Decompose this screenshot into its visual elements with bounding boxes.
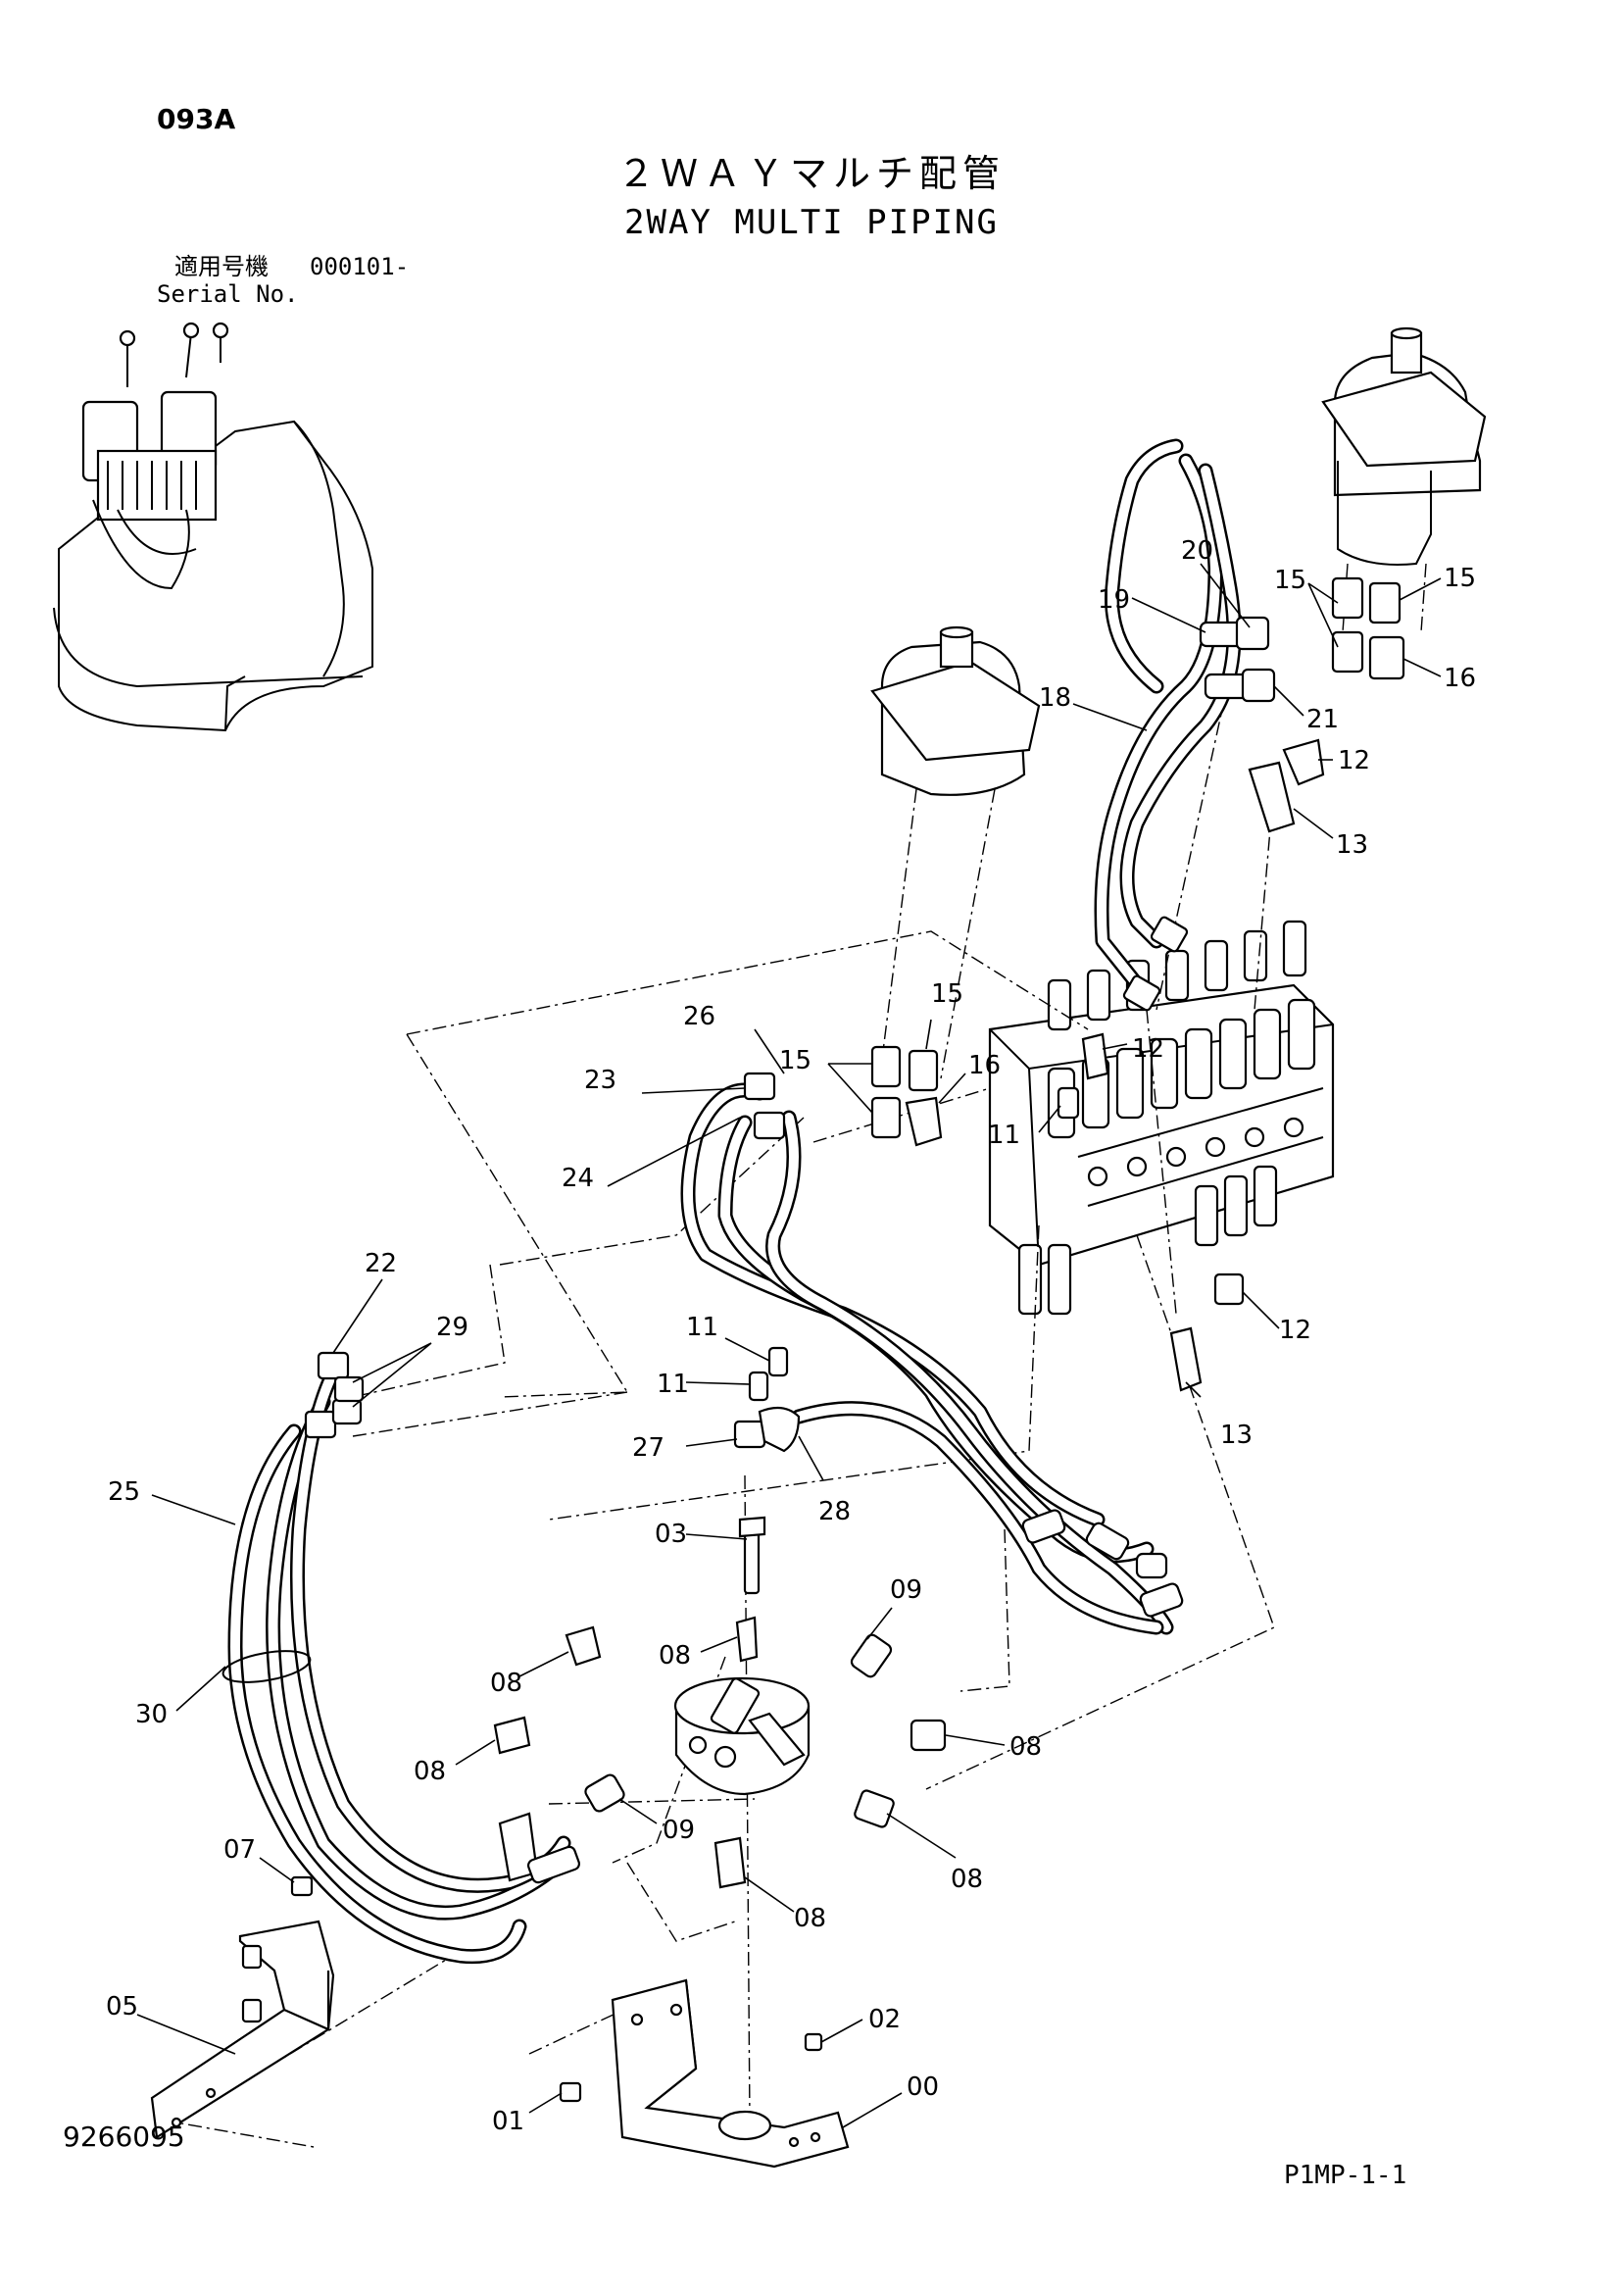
callout-30: 30 xyxy=(135,1700,168,1729)
callout-00: 00 xyxy=(907,2072,939,2102)
callout-02: 02 xyxy=(868,2005,901,2034)
control-valve-block xyxy=(988,920,1335,1316)
callout-16-upper: 16 xyxy=(1444,664,1476,693)
callout-22: 22 xyxy=(365,1249,397,1278)
callout-23: 23 xyxy=(584,1066,616,1095)
serial-label-japanese: 適用号機 xyxy=(174,253,269,280)
callout-11-lower-top: 11 xyxy=(686,1313,718,1342)
callout-28: 28 xyxy=(818,1497,851,1526)
callout-15-middle-left: 15 xyxy=(779,1046,812,1075)
bracket-00 xyxy=(611,1978,850,2169)
callout-labels: 20 19 15 15 16 18 21 12 13 15 26 15 23 1… xyxy=(106,536,1476,2136)
callout-08-lower: 08 xyxy=(794,1904,826,1933)
bracket-05 xyxy=(150,1920,335,2139)
callout-15-upper-right: 15 xyxy=(1444,564,1476,593)
middle-fittings xyxy=(748,1032,1245,1402)
center-manifold xyxy=(493,1516,947,1889)
bolts xyxy=(290,1875,823,2103)
callout-08-left-top: 08 xyxy=(490,1669,522,1698)
cab-overview-inset xyxy=(53,322,373,732)
callout-13-upper: 13 xyxy=(1336,830,1368,860)
callout-29: 29 xyxy=(436,1313,468,1342)
callout-07: 07 xyxy=(223,1835,256,1865)
callout-15-middle-top: 15 xyxy=(931,979,963,1009)
title-english: 2WAY MULTI PIPING xyxy=(624,203,999,242)
hose-18-assembly xyxy=(1094,438,1242,1012)
callout-08-right: 08 xyxy=(1009,1732,1042,1762)
upper-fittings xyxy=(1199,576,1405,833)
hose-band-30 xyxy=(221,1650,312,1683)
serial-label-english: Serial No. xyxy=(157,280,299,308)
page-reference: P1MP-1-1 xyxy=(1284,2161,1407,2190)
callout-12-upper: 12 xyxy=(1338,746,1370,775)
callout-09-lower: 09 xyxy=(663,1816,695,1845)
callout-15-upper-left: 15 xyxy=(1274,566,1306,595)
callout-19: 19 xyxy=(1098,585,1130,615)
callout-24: 24 xyxy=(562,1164,594,1193)
callout-21: 21 xyxy=(1306,705,1339,734)
hose-25-30-assembly xyxy=(221,1351,581,1965)
callout-01: 01 xyxy=(492,2107,524,2136)
left-pilot-valve xyxy=(870,625,1041,1079)
callout-26: 26 xyxy=(683,1002,715,1031)
callout-13-lower: 13 xyxy=(1220,1421,1253,1450)
title-japanese: ２ＷＡＹマルチ配管 xyxy=(616,152,1006,195)
callout-11-lower: 11 xyxy=(657,1370,689,1399)
callout-25: 25 xyxy=(108,1477,140,1507)
callout-12-middle: 12 xyxy=(1132,1034,1164,1064)
callout-03: 03 xyxy=(655,1520,687,1549)
callout-09-upper: 09 xyxy=(890,1575,922,1605)
callout-08-center-top: 08 xyxy=(659,1641,691,1671)
callout-05: 05 xyxy=(106,1992,138,2021)
page-code: 093A xyxy=(157,103,236,135)
serial-number: 000101- xyxy=(310,253,410,280)
hose-23-24-assembly xyxy=(680,1072,1184,1635)
callout-12-lower: 12 xyxy=(1279,1316,1311,1345)
callout-08-left: 08 xyxy=(414,1757,446,1786)
callout-11-middle: 11 xyxy=(988,1121,1020,1150)
callout-27: 27 xyxy=(632,1433,664,1463)
fitting-21 xyxy=(1241,668,1276,703)
right-pilot-valve xyxy=(1321,326,1487,633)
callout-08-lower-right: 08 xyxy=(951,1865,983,1894)
callout-16-middle: 16 xyxy=(968,1051,1001,1080)
callout-20: 20 xyxy=(1181,536,1213,566)
callout-18: 18 xyxy=(1039,683,1071,713)
leader-lines xyxy=(136,563,1442,2128)
drawing-number: 9266095 xyxy=(63,2121,185,2153)
